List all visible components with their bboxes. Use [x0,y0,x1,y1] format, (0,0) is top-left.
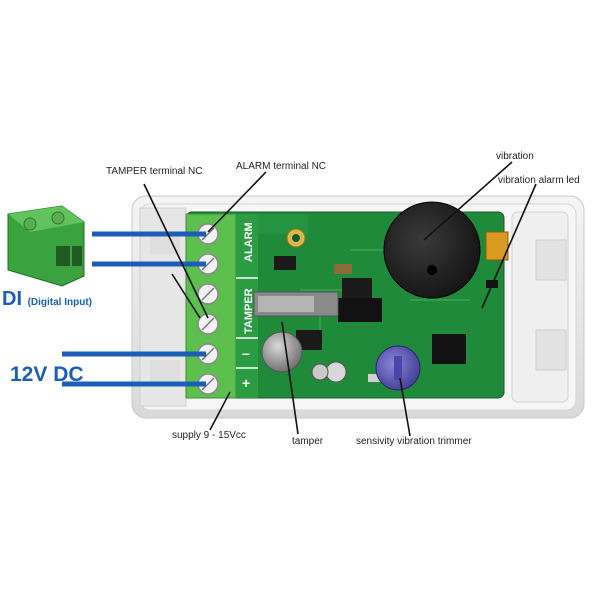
di-main-label: DI [2,288,22,310]
di-label: DI (Digital Input) [2,288,92,311]
minus-mark: – [242,345,250,361]
di-sub-label: (Digital Input) [27,297,92,308]
tamper-terminal-label: TAMPER terminal NC [106,166,203,177]
tamper-switch [253,291,339,317]
supply-label: supply 9 - 15Vcc [172,430,246,441]
plus-mark: + [242,375,250,391]
pcb-components [261,201,509,391]
green-connector [7,205,85,287]
vibration-led-label: vibration alarm led [498,175,580,186]
power-label: 12V DC [10,363,84,386]
terminal-block: ALARM TAMPER – + [185,213,258,399]
tamper-mark: TAMPER [243,288,255,334]
wires [62,231,206,387]
vibration-label: vibration [496,151,534,162]
alarm-terminal-label: ALARM terminal NC [236,161,327,172]
trimmer-label: sensivity vibration trimmer [356,436,472,447]
tamper-label: tamper [292,436,324,447]
callout-lines [143,161,537,437]
alarm-mark: ALARM [243,222,255,262]
